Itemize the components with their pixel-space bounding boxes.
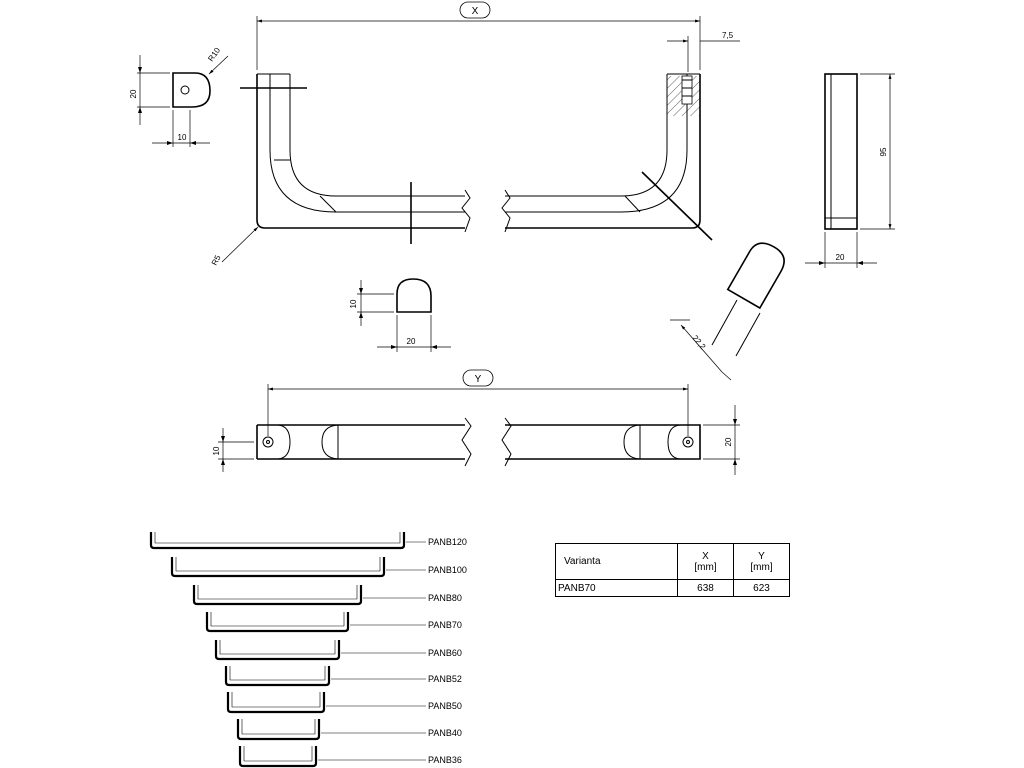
variant-outline: [224, 666, 331, 687]
variant-stack: PANB120PANB100PANB80PANB70PANB60PANB52PA…: [149, 532, 467, 768]
dimension-10-bottom: 10: [212, 446, 221, 455]
variant-outline: [226, 692, 326, 714]
dimension-22-2: 22,2: [690, 334, 707, 352]
table-cell-y: 623: [733, 579, 790, 597]
variant-outline: [214, 640, 341, 661]
handle-front-view: X 7,5 R5: [210, 1, 740, 267]
dimension-10-left: 10: [178, 133, 187, 142]
variant-label: PANB60: [428, 648, 462, 658]
variant-outline: [205, 612, 350, 633]
variant-outline-inner: [241, 719, 316, 735]
handle-side-view: 95 20: [805, 73, 895, 268]
variant-outline-inner: [175, 557, 381, 572]
dimension-20-side: 20: [836, 253, 845, 262]
variant-label: PANB120: [428, 537, 467, 547]
variant-label: PANB36: [428, 755, 462, 765]
variant-outline-inner: [210, 612, 345, 627]
dimension-y-label: Y: [475, 374, 482, 385]
variant-label: PANB70: [428, 620, 462, 630]
variant-outline: [238, 746, 318, 768]
table-header-y: Y[mm]: [733, 543, 790, 580]
variant-label: PANB52: [428, 674, 462, 684]
variant-outline-inner: [229, 666, 326, 681]
variant-outline-inner: [231, 692, 321, 708]
table-header-x: X[mm]: [677, 543, 734, 580]
table-header-variant: Varianta: [555, 543, 678, 580]
table-cell-variant: PANB70: [555, 579, 678, 597]
variant-outline-inner: [197, 585, 358, 600]
variant-outline: [149, 532, 406, 550]
dimension-20-bottom: 20: [724, 437, 733, 446]
section-angled-profile: 22,2: [670, 242, 785, 381]
handle-top-view: Y 10 20: [212, 369, 740, 475]
variant-outline: [236, 719, 321, 741]
table-row: PANB70 638 623: [555, 579, 790, 597]
dimension-95: 95: [879, 147, 888, 156]
variant-outline-inner: [243, 746, 313, 762]
variant-table: Varianta X[mm] Y[mm] PANB70 638 623: [555, 543, 790, 597]
dimension-r10: R10: [206, 46, 222, 64]
dimension-x-label: X: [472, 6, 479, 17]
variant-label: PANB100: [428, 565, 467, 575]
variant-label: PANB50: [428, 701, 462, 711]
variant-outline-inner: [154, 532, 401, 544]
variant-label: PANB80: [428, 593, 462, 603]
variant-label: PANB40: [428, 728, 462, 738]
dimension-7-5: 7,5: [722, 31, 734, 40]
variant-outline: [192, 585, 363, 606]
profile-r10: R10 20 10: [129, 46, 229, 147]
dimension-20-left: 20: [129, 89, 138, 98]
variant-outline-inner: [219, 640, 336, 655]
variant-outline: [170, 557, 386, 578]
dimension-20-mid: 20: [407, 337, 416, 346]
table-cell-x: 638: [677, 579, 734, 597]
section-d-profile: 10 20: [349, 278, 451, 352]
dimension-10-mid: 10: [349, 299, 358, 308]
dimension-r5: R5: [210, 253, 223, 267]
